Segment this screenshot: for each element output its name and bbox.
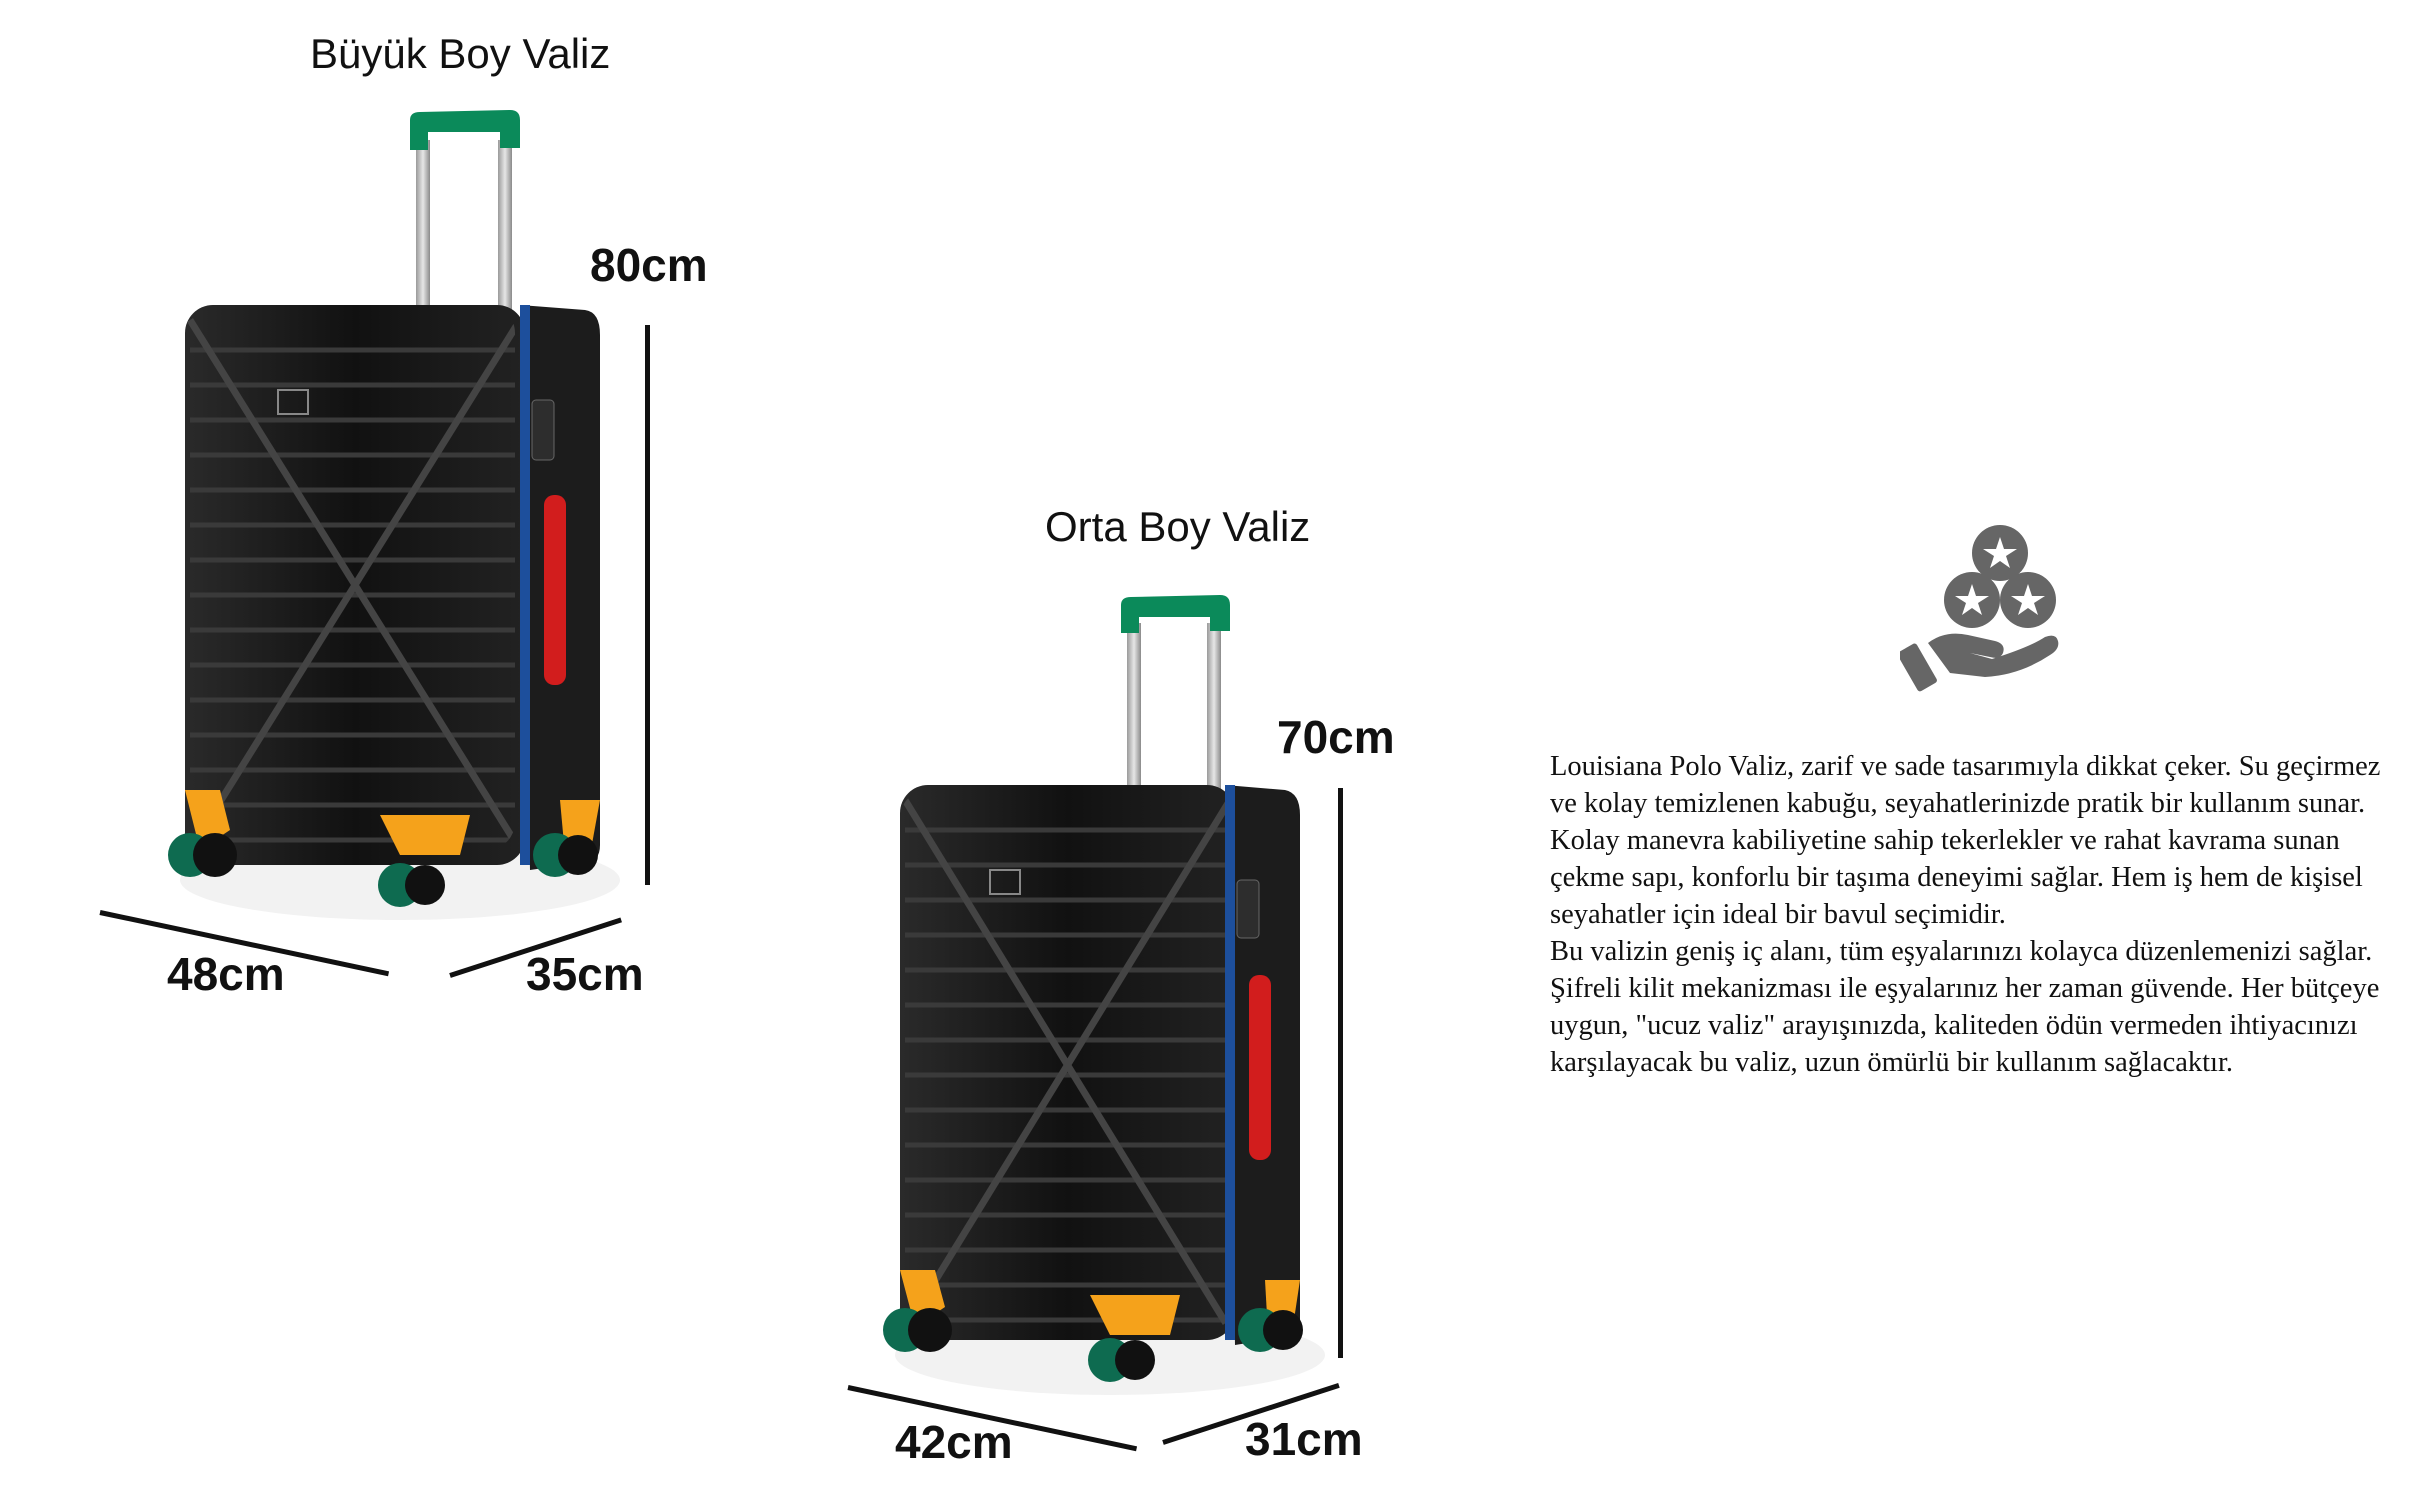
large-suitcase-title: Büyük Boy Valiz	[310, 30, 611, 77]
medium-suitcase-image	[883, 595, 1325, 1395]
medium-height-label: 70cm	[1277, 711, 1395, 763]
large-suitcase-image	[168, 110, 620, 920]
product-description: Louisiana Polo Valiz, zarif ve sade tasa…	[1550, 748, 2410, 1081]
medium-suitcase-title: Orta Boy Valiz	[1045, 503, 1311, 550]
large-width-label: 48cm	[167, 948, 285, 1000]
large-depth-label: 35cm	[526, 948, 644, 1000]
medium-depth-label: 31cm	[1245, 1413, 1363, 1465]
hand-holding-stars-icon	[1900, 525, 2059, 692]
medium-width-label: 42cm	[895, 1416, 1013, 1468]
large-height-line	[645, 325, 650, 885]
large-height-label: 80cm	[590, 239, 708, 291]
description-paragraph-1: Louisiana Polo Valiz, zarif ve sade tasa…	[1550, 751, 2381, 930]
medium-height-line	[1338, 788, 1343, 1358]
description-paragraph-2: Bu valizin geniş iç alanı, tüm eşyaların…	[1550, 936, 2380, 1078]
